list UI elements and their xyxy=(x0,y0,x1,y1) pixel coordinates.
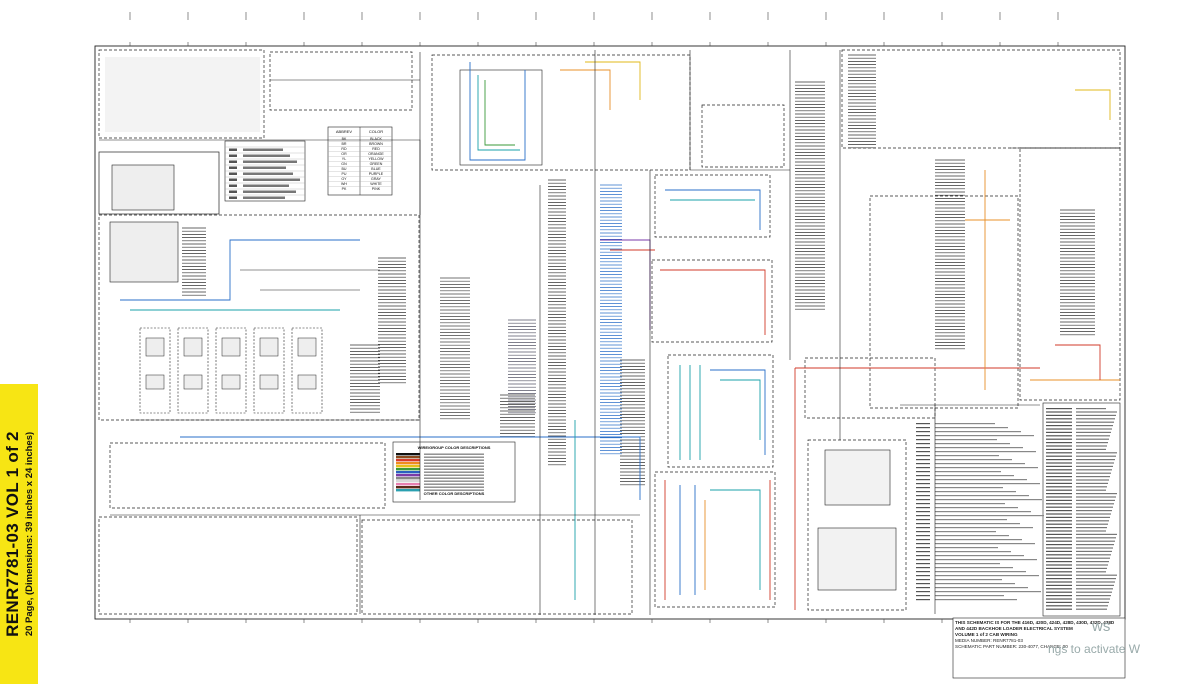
relay-block-2 xyxy=(109,221,179,283)
color-abbrev: BU xyxy=(342,167,347,171)
panel-top-grey xyxy=(105,57,260,132)
drawing-border xyxy=(94,45,1126,620)
color-name: ORANGE xyxy=(368,152,384,156)
color-name: PURPLE xyxy=(369,172,384,176)
panel-bottom-left xyxy=(98,516,358,615)
color-abbrev: GN xyxy=(341,162,347,166)
title-line-1: THIS SCHEMATIC IS FOR THE 416D, 420D, 42… xyxy=(955,620,1115,625)
wire-color-legend: WIRE/GROUP COLOR DESCRIPTIONS OTHER COLO… xyxy=(392,441,516,503)
panel-fuse-block-2 xyxy=(654,471,776,608)
color-name: GREEN xyxy=(370,162,383,166)
panel-fuse-layout xyxy=(807,439,907,611)
connector-table xyxy=(1042,402,1121,617)
panel-power-center xyxy=(701,104,785,168)
color-abbrev: RD xyxy=(341,147,347,151)
activation-watermark-2: ngs to activate W xyxy=(1048,642,1141,656)
panel-bottom-mid xyxy=(361,519,633,615)
fuse-layout-bottom xyxy=(817,527,897,591)
title-line-5: SCHEMATIC PART NUMBER: 230-4077, CHANGE:… xyxy=(955,644,1068,649)
color-abbrev: OR xyxy=(341,152,347,156)
document-id-label: RENR7781-03 VOL 1 of 2 20 Page, (Dimensi… xyxy=(3,431,35,637)
border-ticks xyxy=(129,12,1059,623)
module-boxes xyxy=(139,327,323,414)
panel-relay-center xyxy=(651,259,773,343)
color-abbrev: BK xyxy=(342,137,347,141)
color-abbrev: YL xyxy=(342,157,346,161)
color-abbrev-table: ABBREV COLOR BK BLACK BR BROWN RD RED OR ORANGE… xyxy=(327,126,393,196)
panel-utility xyxy=(109,442,386,509)
panel-battery xyxy=(804,357,936,419)
panel-fuse-block-1 xyxy=(667,354,774,468)
panel-hvac-inner xyxy=(459,69,543,166)
title-block: THIS SCHEMATIC IS FOR THE 416D, 420D, 42… xyxy=(955,620,1177,678)
wire-legend-title: WIRE/GROUP COLOR DESCRIPTIONS xyxy=(418,445,491,450)
color-abbrev: BR xyxy=(342,142,347,146)
color-abbrev: WH xyxy=(341,182,347,186)
color-abbrev: GY xyxy=(341,177,347,181)
title-block-box xyxy=(952,617,1126,679)
title-line-3: VOLUME 1 of 2 CAB WIRING xyxy=(955,632,1018,637)
color-name: BLUE xyxy=(371,167,381,171)
panel-left-upper xyxy=(98,151,220,215)
color-abbrev: PK xyxy=(342,187,347,191)
panel-right-top xyxy=(841,49,1121,149)
color-name: GRAY xyxy=(371,177,382,181)
panel-operator-platform xyxy=(869,195,1019,409)
document-title: RENR7781-03 VOL 1 of 2 xyxy=(3,431,22,637)
color-name: YELLOW xyxy=(369,157,385,161)
document-dimensions: 20 Page, (Dimensions: 39 inches x 24 inc… xyxy=(24,431,35,637)
wire-legend-other-title: OTHER COLOR DESCRIPTIONS xyxy=(424,491,485,496)
wire-traces xyxy=(99,50,1120,615)
panel-front-dash xyxy=(98,49,265,139)
color-name: PINK xyxy=(372,187,381,191)
panel-hvac xyxy=(431,54,691,171)
color-name: WHITE xyxy=(370,182,382,186)
title-line-4: MEDIA NUMBER: RENR7781-03 xyxy=(955,638,1023,643)
color-name: BROWN xyxy=(369,142,383,146)
color-table-header-color: COLOR xyxy=(369,129,383,134)
connector-columns xyxy=(182,54,1095,486)
panel-front-dash-2 xyxy=(269,51,413,111)
fuse-layout-top xyxy=(824,449,891,506)
panel-steering xyxy=(654,174,771,238)
document-id-tab xyxy=(0,384,38,684)
title-line-2: AND 442D BACKHOE LOADER ELECTRICAL SYSTE… xyxy=(955,626,1073,631)
activation-watermark-1: ws xyxy=(1092,618,1111,635)
symbol-legend-rows xyxy=(225,146,305,199)
color-name: RED xyxy=(372,147,380,151)
relay-block-1 xyxy=(111,164,175,211)
color-abbrev: PU xyxy=(342,172,347,176)
color-name: BLACK xyxy=(370,137,382,141)
color-table-header-abbrev: ABBREV xyxy=(336,129,353,134)
